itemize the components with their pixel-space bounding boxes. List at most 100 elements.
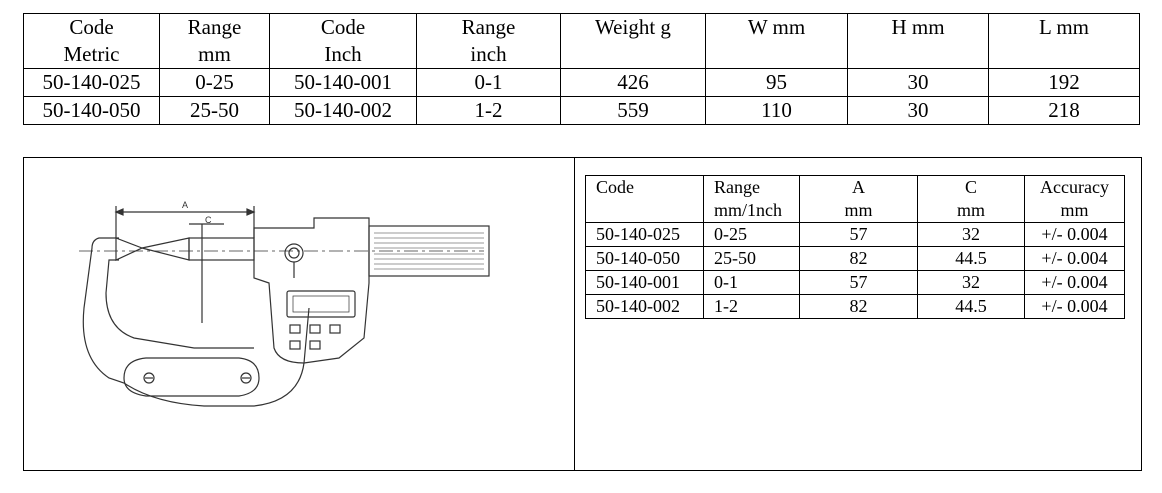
header-cell: [847, 41, 989, 69]
header-cell: Code: [23, 13, 160, 41]
specification-panel: A C: [23, 157, 1142, 471]
table-cell: 426: [560, 68, 706, 97]
header-line: Code: [596, 177, 634, 197]
header-line: mm: [1060, 200, 1089, 220]
spindle: [188, 237, 255, 261]
table-cell: +/- 0.004: [1024, 294, 1125, 319]
header-cell: Code: [585, 175, 704, 223]
header-line: A: [852, 177, 865, 197]
table-cell: 50-140-025: [585, 222, 704, 247]
table-cell: 0-1: [416, 68, 561, 97]
table-cell: 50-140-025: [23, 68, 160, 97]
table-cell: 25-50: [159, 96, 270, 125]
table-row: 50-140-001 0-1 57 32 +/- 0.004: [585, 270, 1125, 295]
anvil-tip: [115, 237, 144, 261]
table-cell: 57: [799, 222, 918, 247]
thimble: [368, 225, 490, 277]
table-cell: 82: [799, 294, 918, 319]
header-cell: W mm: [705, 13, 848, 41]
header-cell: Accuracy mm: [1024, 175, 1125, 223]
table-cell: 32: [917, 222, 1025, 247]
table-cell: 30: [847, 96, 989, 125]
lcd-display: [286, 290, 356, 318]
table-cell: +/- 0.004: [1024, 222, 1125, 247]
table-cell: 50-140-002: [269, 96, 417, 125]
spindle-lock-ring: [284, 243, 304, 263]
table-cell: 218: [988, 96, 1140, 125]
header-cell: [988, 41, 1140, 69]
table-header-row: Metric mm Inch inch: [23, 41, 1140, 69]
table-row: 50-140-002 1-2 82 44.5 +/- 0.004: [585, 294, 1125, 319]
header-cell: inch: [416, 41, 561, 69]
function-button: [289, 324, 301, 334]
header-cell: L mm: [988, 13, 1140, 41]
function-button: [289, 340, 301, 350]
header-cell: Range mm/1nch: [703, 175, 800, 223]
header-line: Accuracy: [1040, 177, 1109, 197]
table-cell: 50-140-050: [585, 246, 704, 271]
table-cell: +/- 0.004: [1024, 246, 1125, 271]
table-cell: 0-1: [703, 270, 800, 295]
frame-label-plate: [123, 357, 260, 397]
header-line: Range: [714, 177, 760, 197]
table-cell: 50-140-001: [269, 68, 417, 97]
table-cell: 0-25: [159, 68, 270, 97]
table-row: 50-140-025 0-25 57 32 +/- 0.004: [585, 222, 1125, 247]
table-row: 50-140-050 25-50 50-140-002 1-2 559 110 …: [23, 96, 1140, 125]
dimension-a-arrows: [114, 208, 256, 216]
header-cell: Code: [269, 13, 417, 41]
table-cell: 32: [917, 270, 1025, 295]
frame-outline: [82, 237, 310, 407]
header-cell: Range: [416, 13, 561, 41]
frame-screw-right: [240, 372, 252, 384]
spindle-lock-knob: [288, 247, 300, 259]
dimension-c-label: C: [205, 215, 212, 225]
panel-divider: [574, 158, 575, 470]
table-cell: 50-140-001: [585, 270, 704, 295]
header-cell: H mm: [847, 13, 989, 41]
table-cell: 44.5: [917, 246, 1025, 271]
thimble-knurling: [374, 232, 484, 270]
header-cell: [705, 41, 848, 69]
header-cell: mm: [159, 41, 270, 69]
header-cell: [560, 41, 706, 69]
table-cell: 0-25: [703, 222, 800, 247]
table-row: 50-140-025 0-25 50-140-001 0-1 426 95 30…: [23, 68, 1140, 97]
header-cell: Range: [159, 13, 270, 41]
product-dimensions-table: Code Range Code Range Weight g W mm H mm…: [23, 13, 1140, 125]
table-cell: 25-50: [703, 246, 800, 271]
header-line: mm: [844, 200, 873, 220]
table-cell: 559: [560, 96, 706, 125]
header-line: mm: [956, 200, 985, 220]
table-cell: 110: [705, 96, 848, 125]
table-cell: +/- 0.004: [1024, 270, 1125, 295]
header-line: C: [964, 177, 977, 197]
function-button: [309, 324, 321, 334]
table-cell: 192: [988, 68, 1140, 97]
frame-inner: [105, 259, 254, 349]
table-cell: 50-140-050: [23, 96, 160, 125]
header-line: mm/1nch: [714, 200, 782, 220]
table-cell: 44.5: [917, 294, 1025, 319]
table-cell: 95: [705, 68, 848, 97]
header-cell: Inch: [269, 41, 417, 69]
function-button: [309, 340, 321, 350]
table-cell: 57: [799, 270, 918, 295]
lcd-screen: [292, 295, 350, 313]
table-cell: 1-2: [703, 294, 800, 319]
table-cell: 1-2: [416, 96, 561, 125]
header-cell: Metric: [23, 41, 160, 69]
table-cell: 30: [847, 68, 989, 97]
spindle-tip: [141, 237, 190, 261]
table-cell: 82: [799, 246, 918, 271]
header-cell: Weight g: [560, 13, 706, 41]
table-header-row: Code Range Code Range Weight g W mm H mm…: [23, 13, 1140, 41]
micrometer-drawing: A C: [79, 200, 490, 407]
function-button: [329, 324, 341, 334]
table-cell: 50-140-002: [585, 294, 704, 319]
dimension-a-label: A: [182, 200, 188, 210]
